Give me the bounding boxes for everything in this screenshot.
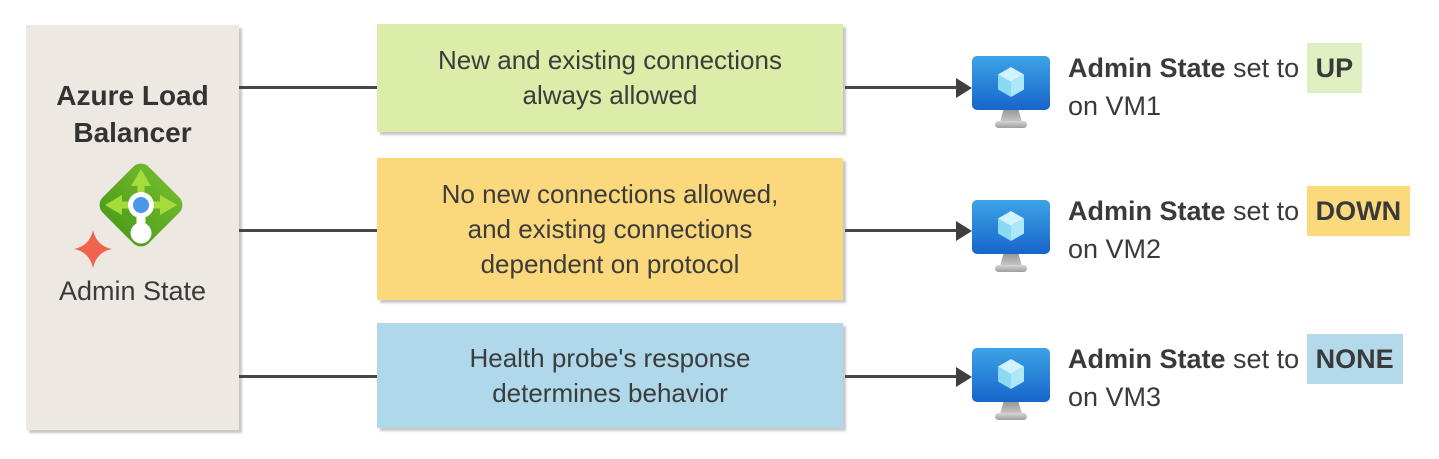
note-box-down: No new connections allowed, and existing… xyxy=(377,158,843,300)
source-label: Admin State xyxy=(58,276,207,306)
vm-caption-line2: on VM2 xyxy=(1068,234,1162,264)
connector-left xyxy=(239,229,377,232)
note-text: New and existing connections always allo… xyxy=(438,45,782,110)
set-to-label: set to xyxy=(1233,344,1300,374)
sparkle-icon xyxy=(73,230,112,268)
vm-icon xyxy=(972,200,1050,274)
arrowhead-icon xyxy=(956,367,972,387)
connector-left xyxy=(239,86,377,89)
vm-caption-line1: Admin State set to NONE xyxy=(1068,334,1403,384)
vm-caption: Admin State set to NONE on VM3 xyxy=(1068,334,1403,415)
set-to-label: set to xyxy=(1233,53,1300,83)
connector-right xyxy=(845,375,958,378)
vm-caption-line1: Admin State set to DOWN xyxy=(1068,186,1411,236)
connector-left xyxy=(239,375,377,378)
vm-caption: Admin State set to DOWN on VM2 xyxy=(1068,186,1411,267)
note-box-up: New and existing connections always allo… xyxy=(377,24,843,132)
state-badge: NONE xyxy=(1306,334,1403,384)
arrowhead-icon xyxy=(956,78,972,98)
source-panel: Azure Load Balancer Admin State xyxy=(26,25,239,430)
admin-state-label: Admin State xyxy=(1068,344,1226,374)
vm-caption-line1: Admin State set to UP xyxy=(1068,43,1363,93)
vm-caption-line2: on VM3 xyxy=(1068,382,1162,412)
connector-right xyxy=(845,86,958,89)
note-box-none: Health probe's response determines behav… xyxy=(377,323,843,428)
vm-caption-line2: on VM1 xyxy=(1068,91,1162,121)
vm-icon xyxy=(972,56,1050,130)
source-title: Azure Load Balancer xyxy=(56,80,209,148)
connector-right xyxy=(845,229,958,232)
load-balancer-icon xyxy=(73,157,193,272)
vm-caption: Admin State set to UP on VM1 xyxy=(1068,43,1363,124)
set-to-label: set to xyxy=(1233,196,1300,226)
state-badge: UP xyxy=(1306,43,1363,93)
note-text: No new connections allowed, and existing… xyxy=(441,178,779,279)
admin-state-label: Admin State xyxy=(1068,53,1226,83)
note-text: Health probe's response determines behav… xyxy=(469,342,751,408)
state-badge: DOWN xyxy=(1306,186,1411,236)
admin-state-label: Admin State xyxy=(1068,196,1226,226)
vm-icon xyxy=(972,348,1050,422)
arrowhead-icon xyxy=(956,221,972,241)
